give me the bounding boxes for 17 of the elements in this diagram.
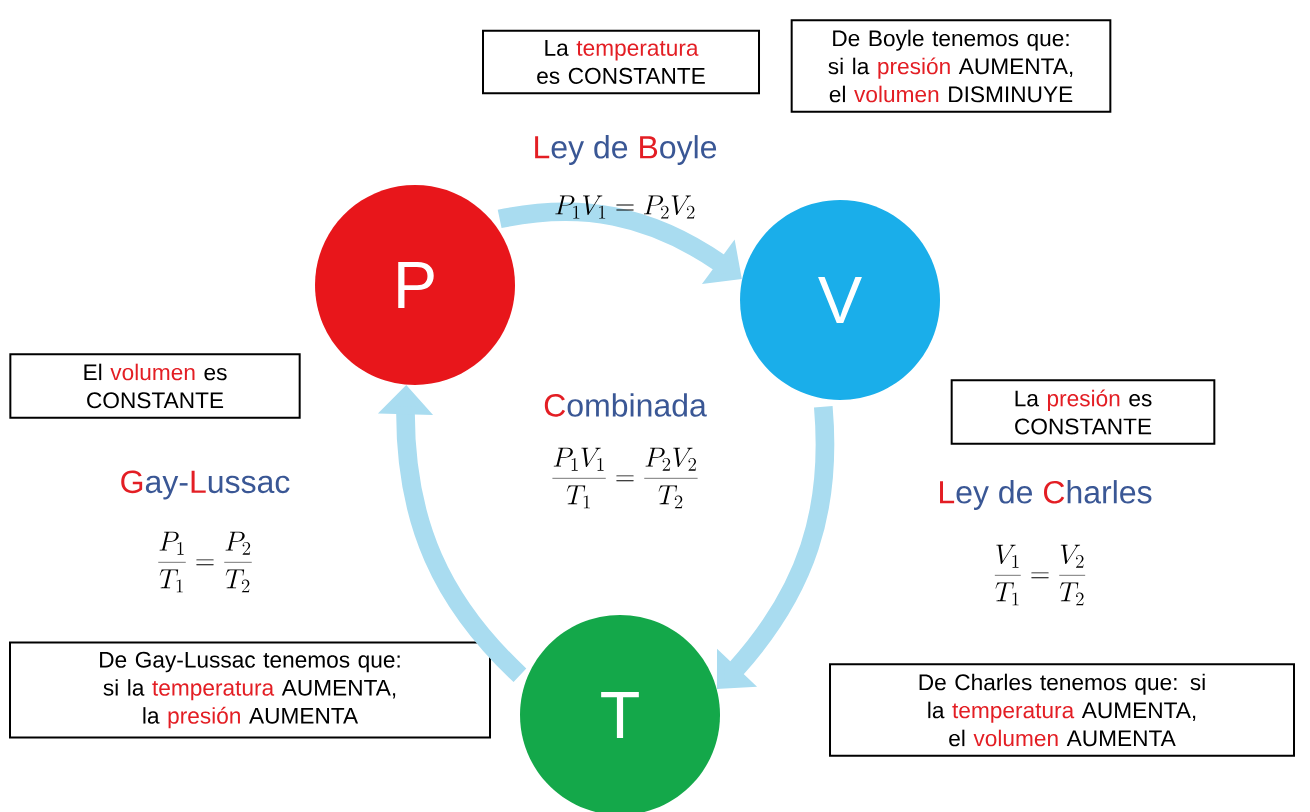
- curved-arrow: [716, 406, 835, 689]
- formula: $\frac{P_1V_1}{T_1} = \frac{P_2V_2}{T_2}$: [552, 447, 698, 509]
- text-box: De Charles tenemos que: si la temperatura AUMENTA, el volumen AUMENTA: [829, 663, 1295, 757]
- text-box: La presión es CONSTANTE: [950, 379, 1216, 445]
- formula: $\frac{P_1}{T_1} = \frac{P_2}{T_2}$: [158, 531, 252, 593]
- formula: $P_1V_1 = P_2V_2$: [555, 195, 695, 219]
- law-title: Gay-Lussac: [121, 470, 290, 500]
- circle-node: P: [315, 185, 515, 385]
- text-box: De Boyle tenemos que: si la presión AUMENTA, el volumen DISMINUYE: [790, 19, 1112, 113]
- text-box: El volumen es CONSTANTE: [9, 353, 301, 419]
- text-box: De Gay-Lussac tenemos que: si la temperatura AUMENTA, la presión AUMENTA: [9, 641, 491, 739]
- circle-node: V: [740, 200, 940, 400]
- text-box: La temperatura es CONSTANTE: [482, 29, 760, 95]
- law-title: Ley de Boyle: [535, 135, 717, 165]
- formula: $\frac{V_1}{T_1} = \frac{V_2}{T_2}$: [994, 544, 1086, 606]
- law-title: Combinada: [544, 393, 707, 417]
- law-title: Ley de Charles: [940, 480, 1152, 510]
